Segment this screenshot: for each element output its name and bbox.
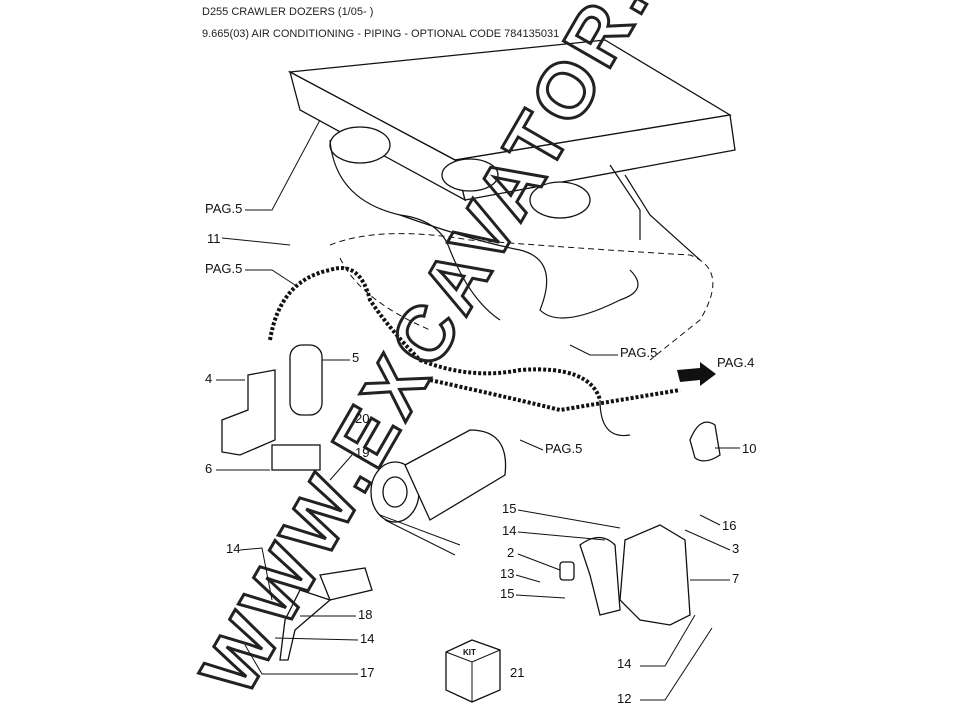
callout-pag5[interactable]: PAG.5 — [545, 441, 582, 456]
callout-12[interactable]: 12 — [617, 691, 631, 706]
callout-6[interactable]: 6 — [205, 461, 212, 476]
callout-14[interactable]: 14 — [360, 631, 374, 646]
callout-14[interactable]: 14 — [502, 523, 516, 538]
callout-19[interactable]: 19 — [355, 445, 369, 460]
callout-4[interactable]: 4 — [205, 371, 212, 386]
evaporator-unit — [287, 39, 736, 261]
callout-10[interactable]: 10 — [742, 441, 756, 456]
callout-pag5[interactable]: PAG.5 — [205, 261, 242, 276]
callout-14[interactable]: 14 — [226, 541, 240, 556]
section-title: 9.665(03) AIR CONDITIONING - PIPING - OP… — [202, 28, 560, 40]
pedal-bracket — [279, 567, 373, 661]
kit-label: KIT — [463, 648, 476, 657]
callout-pag5[interactable]: PAG.5 — [205, 201, 242, 216]
callout-16[interactable]: 16 — [722, 518, 736, 533]
callout-21[interactable]: 21 — [510, 665, 524, 680]
clamp-10 — [689, 421, 721, 462]
callouts: PAG.5 11 PAG.5 5 4 6 20 19 PAG.5 PAG.4 1… — [205, 119, 756, 706]
compressor — [370, 429, 507, 556]
callout-17[interactable]: 17 — [360, 665, 374, 680]
callout-15[interactable]: 15 — [502, 501, 516, 516]
kit-box: KIT — [445, 639, 501, 703]
arrow-right-icon — [677, 362, 716, 386]
wiring-harness — [268, 139, 681, 437]
bracket-assembly — [559, 524, 691, 626]
callout-15[interactable]: 15 — [500, 586, 514, 601]
model-title: D255 CRAWLER DOZERS (1/05- ) — [202, 6, 374, 18]
callout-pag5[interactable]: PAG.5 — [620, 345, 657, 360]
receiver-drier — [221, 344, 323, 471]
callout-20[interactable]: 20 — [355, 411, 369, 426]
callout-13[interactable]: 13 — [500, 566, 514, 581]
callout-14[interactable]: 14 — [617, 656, 631, 671]
callout-18[interactable]: 18 — [358, 607, 372, 622]
callout-pag4[interactable]: PAG.4 — [717, 355, 754, 370]
callout-11[interactable]: 11 — [207, 231, 221, 246]
callout-7[interactable]: 7 — [732, 571, 739, 586]
callout-2[interactable]: 2 — [507, 545, 514, 560]
callout-3[interactable]: 3 — [732, 541, 739, 556]
callout-5[interactable]: 5 — [352, 350, 359, 365]
